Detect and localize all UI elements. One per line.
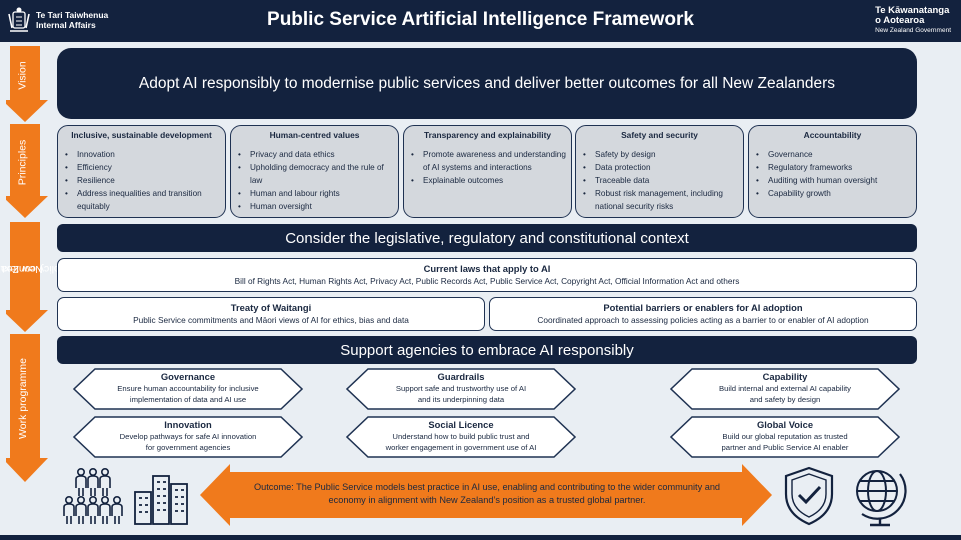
principle-item: Data protection (581, 161, 738, 174)
vision-label: Vision (16, 60, 29, 90)
principle-title: Human-centred values (269, 130, 360, 140)
work-item-title: Guardrails (437, 371, 485, 382)
current-laws-title: Current laws that apply to AI (423, 263, 551, 274)
page-title: Public Service Artificial Intelligence F… (267, 9, 694, 30)
principle-item: Capability growth (754, 187, 911, 200)
vision-arrow: Vision (6, 46, 48, 122)
principle-item: Human oversight (236, 200, 393, 213)
principles-label: Principles (16, 139, 29, 185)
work-programme-arrow: Work programme (6, 334, 48, 482)
work-item-title: Global Voice (756, 419, 814, 430)
logo-right-line2: o Aotearoa (875, 15, 925, 26)
barriers-text: Coordinated approach to assessing polici… (537, 315, 869, 325)
outcome-text: Outcome: The Public Service models best … (253, 482, 721, 505)
work-item-global-voice: Global Voice Build our global reputation… (670, 416, 900, 458)
principles-arrow: Principles (6, 124, 48, 218)
current-laws-text: Bill of Rights Act, Human Rights Act, Pr… (234, 276, 740, 286)
logo-right-line1: Te Kāwanatanga (875, 5, 950, 16)
principle-item: Resilience (63, 174, 220, 187)
principle-safety: Safety and security Safety by design Dat… (575, 125, 744, 218)
footer-bar (0, 535, 961, 540)
treaty-title: Treaty of Waitangi (230, 302, 312, 313)
globe-icon (856, 470, 907, 527)
principle-title: Safety and security (621, 130, 698, 140)
principle-item: Upholding democracy and the rule of law (236, 161, 393, 187)
work-banner: Support agencies to embrace AI responsib… (57, 336, 917, 364)
work-item-title: Social Licence (428, 419, 494, 430)
outcome-arrow: Outcome: The Public Service models best … (200, 464, 772, 526)
principle-item: Traceable data (581, 174, 738, 187)
work-item-line: Build internal and external AI capabilit… (718, 384, 852, 393)
principle-item: Auditing with human oversight (754, 174, 911, 187)
vision-statement: Adopt AI responsibly to modernise public… (57, 48, 917, 119)
work-item-line: Build our global reputation as trusted (722, 432, 848, 441)
work-item-line: Understand how to build public trust and (392, 432, 530, 441)
work-item-line: Develop pathways for safe AI innovation (119, 432, 257, 441)
work-item-innovation: Innovation Develop pathways for safe AI … (73, 416, 303, 458)
treaty-box: Treaty of Waitangi Public Service commit… (57, 297, 485, 331)
work-item-title: Governance (160, 371, 216, 382)
header: Te Tari Taiwhenua Internal Affairs Publi… (0, 0, 961, 42)
crest-icon (8, 7, 30, 32)
logo-left-line1: Te Tari Taiwhenua (36, 10, 109, 20)
principle-item: Innovation (63, 148, 220, 161)
principle-item: Promote awareness and understanding of A… (409, 148, 566, 174)
work-item-line: Support safe and trustworthy use of AI (395, 384, 527, 393)
principle-title: Accountability (803, 130, 862, 140)
work-item-line: and safety by design (749, 395, 821, 404)
principle-item: Safety by design (581, 148, 738, 161)
principle-item: Human and labour rights (236, 187, 393, 200)
principle-item: Governance (754, 148, 911, 161)
policy-context-label: New Zealandpolicy context (0, 236, 66, 300)
work-item-line: worker engagement in government use of A… (385, 443, 537, 452)
context-banner: Consider the legislative, regulatory and… (57, 224, 917, 252)
work-item-line: Ensure human accountability for inclusiv… (117, 384, 259, 393)
internal-affairs-logo: Te Tari Taiwhenua Internal Affairs (6, 6, 108, 34)
principle-accountability: Accountability Governance Regulatory fra… (748, 125, 917, 218)
nz-government-logo: Te Kāwanatanga o Aotearoa New Zealand Go… (875, 6, 951, 36)
treaty-text: Public Service commitments and Māori vie… (133, 315, 409, 325)
logo-left-line2: Internal Affairs (36, 20, 96, 30)
barriers-title: Potential barriers or enablers for AI ad… (603, 302, 803, 313)
principle-item: Privacy and data ethics (236, 148, 393, 161)
principle-item: Address inequalities and transition equi… (63, 187, 220, 213)
work-item-capability: Capability Build internal and external A… (670, 368, 900, 410)
work-item-line: and its underpinning data (417, 395, 505, 404)
principle-inclusive: Inclusive, sustainable development Innov… (57, 125, 226, 218)
principle-item: Regulatory frameworks (754, 161, 911, 174)
work-item-guardrails: Guardrails Support safe and trustworthy … (346, 368, 576, 410)
principle-item: Robust risk management, including nation… (581, 187, 738, 213)
principle-title: Inclusive, sustainable development (71, 130, 212, 140)
people-group-icon (63, 467, 123, 524)
principle-human-centred: Human-centred values Privacy and data et… (230, 125, 399, 218)
shield-check-icon (784, 466, 834, 526)
work-item-governance: Governance Ensure human accountability f… (73, 368, 303, 410)
work-item-social-licence: Social Licence Understand how to build p… (346, 416, 576, 458)
work-item-title: Innovation (164, 419, 212, 430)
buildings-icon (134, 475, 188, 525)
principle-item: Efficiency (63, 161, 220, 174)
work-item-line: for government agencies (145, 443, 231, 452)
policy-context-arrow: New Zealandpolicy context (0, 222, 66, 332)
current-laws-box: Current laws that apply to AI Bill of Ri… (57, 258, 917, 292)
logo-right-line3: New Zealand Government (875, 27, 951, 34)
principle-transparency: Transparency and explainability Promote … (403, 125, 572, 218)
work-item-title: Capability (762, 371, 808, 382)
principle-item: Explainable outcomes (409, 174, 566, 187)
work-item-line: partner and Public Service AI enabler (721, 443, 849, 452)
barriers-box: Potential barriers or enablers for AI ad… (489, 297, 917, 331)
principle-title: Transparency and explainability (423, 130, 552, 140)
work-item-line: implementation of data and AI use (129, 395, 247, 404)
work-programme-label: Work programme (16, 357, 29, 439)
